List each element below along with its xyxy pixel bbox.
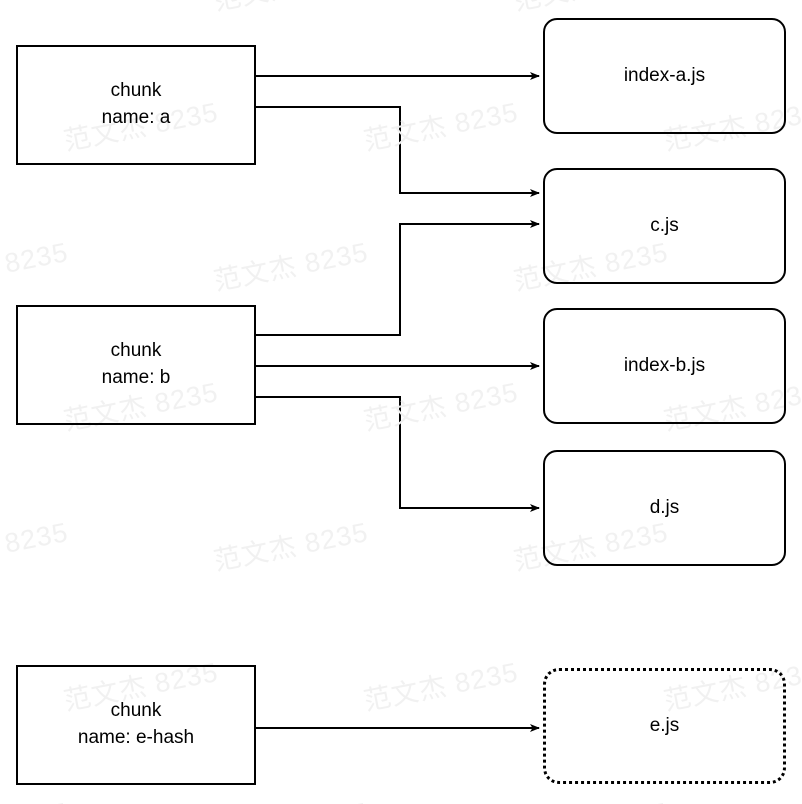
node-label-line: name: b [101, 367, 171, 388]
node-label-line: c.js [650, 214, 679, 236]
node-label-line: chunk [110, 700, 162, 722]
node-label-line: chunk [110, 340, 162, 362]
node-label-line: name: a [101, 107, 171, 128]
node-label-line: chunk [110, 80, 162, 102]
node-label-line: e.js [649, 714, 680, 736]
node-chunk-a[interactable]: chunk name: a [16, 45, 256, 165]
node-asset-index-b[interactable]: index-b.js [543, 308, 786, 424]
edge-b-c [256, 220, 540, 336]
edge-b-d [256, 396, 540, 512]
node-asset-d[interactable]: d.js [543, 450, 786, 566]
node-label-line: name: e-hash [77, 727, 195, 748]
node-label-line: index-a.js [623, 64, 706, 86]
node-asset-index-a[interactable]: index-a.js [543, 18, 786, 134]
node-asset-e[interactable]: e.js [543, 668, 786, 784]
node-chunk-e[interactable]: chunk name: e-hash [16, 665, 256, 785]
edge-a-c [256, 106, 540, 197]
node-label-line: index-b.js [623, 354, 706, 376]
node-chunk-b[interactable]: chunk name: b [16, 305, 256, 425]
node-asset-c[interactable]: c.js [543, 168, 786, 284]
node-label-line: d.js [649, 496, 680, 518]
